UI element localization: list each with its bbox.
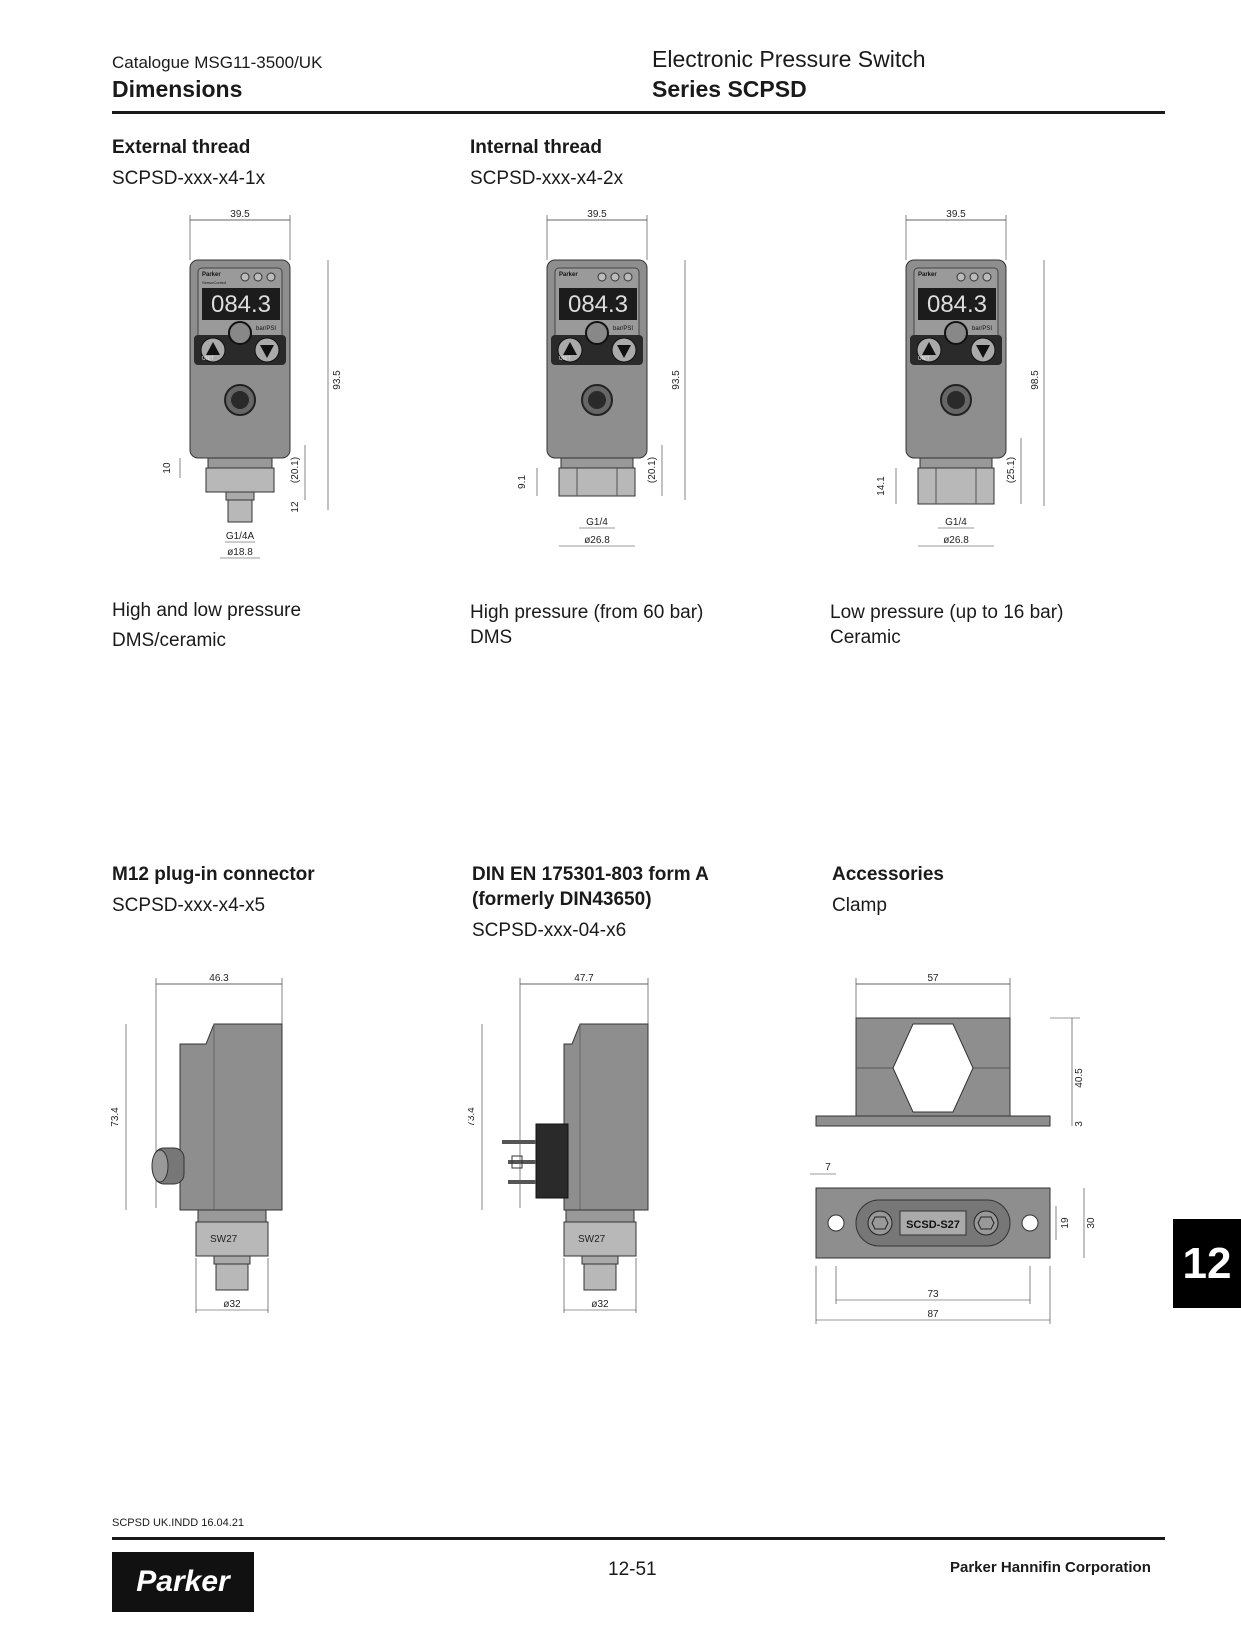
din-title-2: (formerly DIN43650) xyxy=(472,889,652,910)
dim-height: 40.5 xyxy=(1074,1068,1085,1088)
unit-label: bar/PSI xyxy=(613,326,633,332)
din-title-1: DIN EN 175301-803 form A xyxy=(472,864,709,885)
unit-label: bar/PSI xyxy=(972,326,992,332)
m12-side-drawing: 46.3 73.4 SW27 ø32 xyxy=(110,973,283,1313)
accessories-title: Accessories xyxy=(832,864,944,885)
dim-width: 39.5 xyxy=(230,210,250,220)
low-caption-1: Low pressure (up to 16 bar) xyxy=(830,602,1064,623)
external-thread-title: External thread xyxy=(112,137,251,158)
unit-label: bar/PSI xyxy=(256,326,276,332)
catalogue-number: Catalogue MSG11-3500/UK xyxy=(112,53,323,72)
page-number: 12-51 xyxy=(608,1559,657,1580)
internal-thread-drawing: 39.5 Parker 084.3 bar/PSI UNIT 9.1 (20.1… xyxy=(517,210,686,547)
unit-button-label: UNIT xyxy=(559,356,571,362)
dim-b: (20.1) xyxy=(647,457,658,483)
dim-depth: 30 xyxy=(1086,1217,1097,1229)
din-side-drawing: 47.7 73.4 SW27 ø32 xyxy=(468,973,649,1313)
internal-caption-1: High pressure (from 60 bar) xyxy=(470,602,704,623)
dim-height: 98.5 xyxy=(1030,370,1041,390)
display-readout: 084.3 xyxy=(927,291,987,318)
internal-thread-code: SCPSD-xxx-x4-2x xyxy=(470,168,624,189)
dim-b: (25.1) xyxy=(1006,457,1017,483)
unit-button-label: UNIT xyxy=(918,356,930,362)
parker-logo: Parker xyxy=(112,1552,254,1612)
chapter-tab: 12 xyxy=(1173,1219,1241,1308)
wrench-size: SW27 xyxy=(578,1234,606,1245)
dim-height: 93.5 xyxy=(332,370,343,390)
dim-a: 10 xyxy=(162,462,173,474)
dim-b: (20.1) xyxy=(290,457,301,483)
dim-a: 9.1 xyxy=(517,475,528,489)
dim-overall: 87 xyxy=(927,1309,939,1320)
header-rule xyxy=(112,111,1165,114)
dim-width: 47.7 xyxy=(574,973,594,984)
dim-dia: ø18.8 xyxy=(227,547,253,558)
dim-width: 57 xyxy=(927,973,939,984)
dim-dia: ø32 xyxy=(591,1299,609,1310)
low-caption-2: Ceramic xyxy=(830,627,901,648)
sub-brand-label: SensoControl xyxy=(202,280,226,285)
external-caption-1: High and low pressure xyxy=(112,600,302,621)
dim-thread: G1/4 xyxy=(586,517,608,528)
dim-height: 73.4 xyxy=(110,1107,121,1127)
logo-text: Parker xyxy=(136,1565,230,1598)
brand-label: Parker xyxy=(202,272,221,278)
low-pressure-drawing: 39.5 Parker 084.3 bar/PSI UNIT 14.1 (25.… xyxy=(876,210,1045,547)
dim-pitch: 73 xyxy=(927,1289,939,1300)
clamp-drawing: 57 40.5 3 7 SCSD-S27 19 30 73 87 xyxy=(810,973,1097,1324)
product-name: Electronic Pressure Switch xyxy=(652,46,926,72)
accessories-code: Clamp xyxy=(832,895,887,916)
unit-button-label: UNIT xyxy=(202,356,214,362)
dim-width: 39.5 xyxy=(946,210,966,220)
dim-c: 12 xyxy=(290,501,301,513)
display-readout: 084.3 xyxy=(211,291,271,318)
brand-label: Parker xyxy=(918,272,937,278)
internal-thread-title: Internal thread xyxy=(470,137,602,158)
wrench-size: SW27 xyxy=(210,1234,238,1245)
dim-slot: 19 xyxy=(1060,1217,1071,1229)
external-thread-drawing: 39.5 Parker SensoControl 084.3 bar/PSI U… xyxy=(162,210,343,559)
company-name: Parker Hannifin Corporation xyxy=(950,1559,1151,1576)
dim-hole: 7 xyxy=(825,1162,831,1173)
dim-dia: ø26.8 xyxy=(584,535,610,546)
m12-title: M12 plug-in connector xyxy=(112,864,315,885)
dim-height: 93.5 xyxy=(671,370,682,390)
file-info: SCPSD UK.INDD 16.04.21 xyxy=(112,1517,245,1529)
dim-base: 3 xyxy=(1074,1121,1085,1127)
dim-thread: G1/4A xyxy=(226,531,255,542)
external-thread-code: SCPSD-xxx-x4-1x xyxy=(112,168,266,189)
din-code: SCPSD-xxx-04-x6 xyxy=(472,920,627,941)
footer-rule xyxy=(112,1537,1165,1540)
display-readout: 084.3 xyxy=(568,291,628,318)
dim-dia: ø32 xyxy=(223,1299,241,1310)
internal-caption-2: DMS xyxy=(470,627,513,648)
dim-thread: G1/4 xyxy=(945,517,967,528)
m12-code: SCPSD-xxx-x4-x5 xyxy=(112,895,266,916)
dim-height: 73.4 xyxy=(468,1107,477,1127)
dim-a: 14.1 xyxy=(876,476,887,496)
brand-label: Parker xyxy=(559,272,578,278)
dim-width: 46.3 xyxy=(209,973,229,984)
series-title: Series SCPSD xyxy=(652,76,807,102)
section-title: Dimensions xyxy=(112,76,243,102)
dim-width: 39.5 xyxy=(587,210,607,220)
clamp-label: SCSD-S27 xyxy=(906,1219,960,1231)
external-caption-2: DMS/ceramic xyxy=(112,630,227,651)
dim-dia: ø26.8 xyxy=(943,535,969,546)
